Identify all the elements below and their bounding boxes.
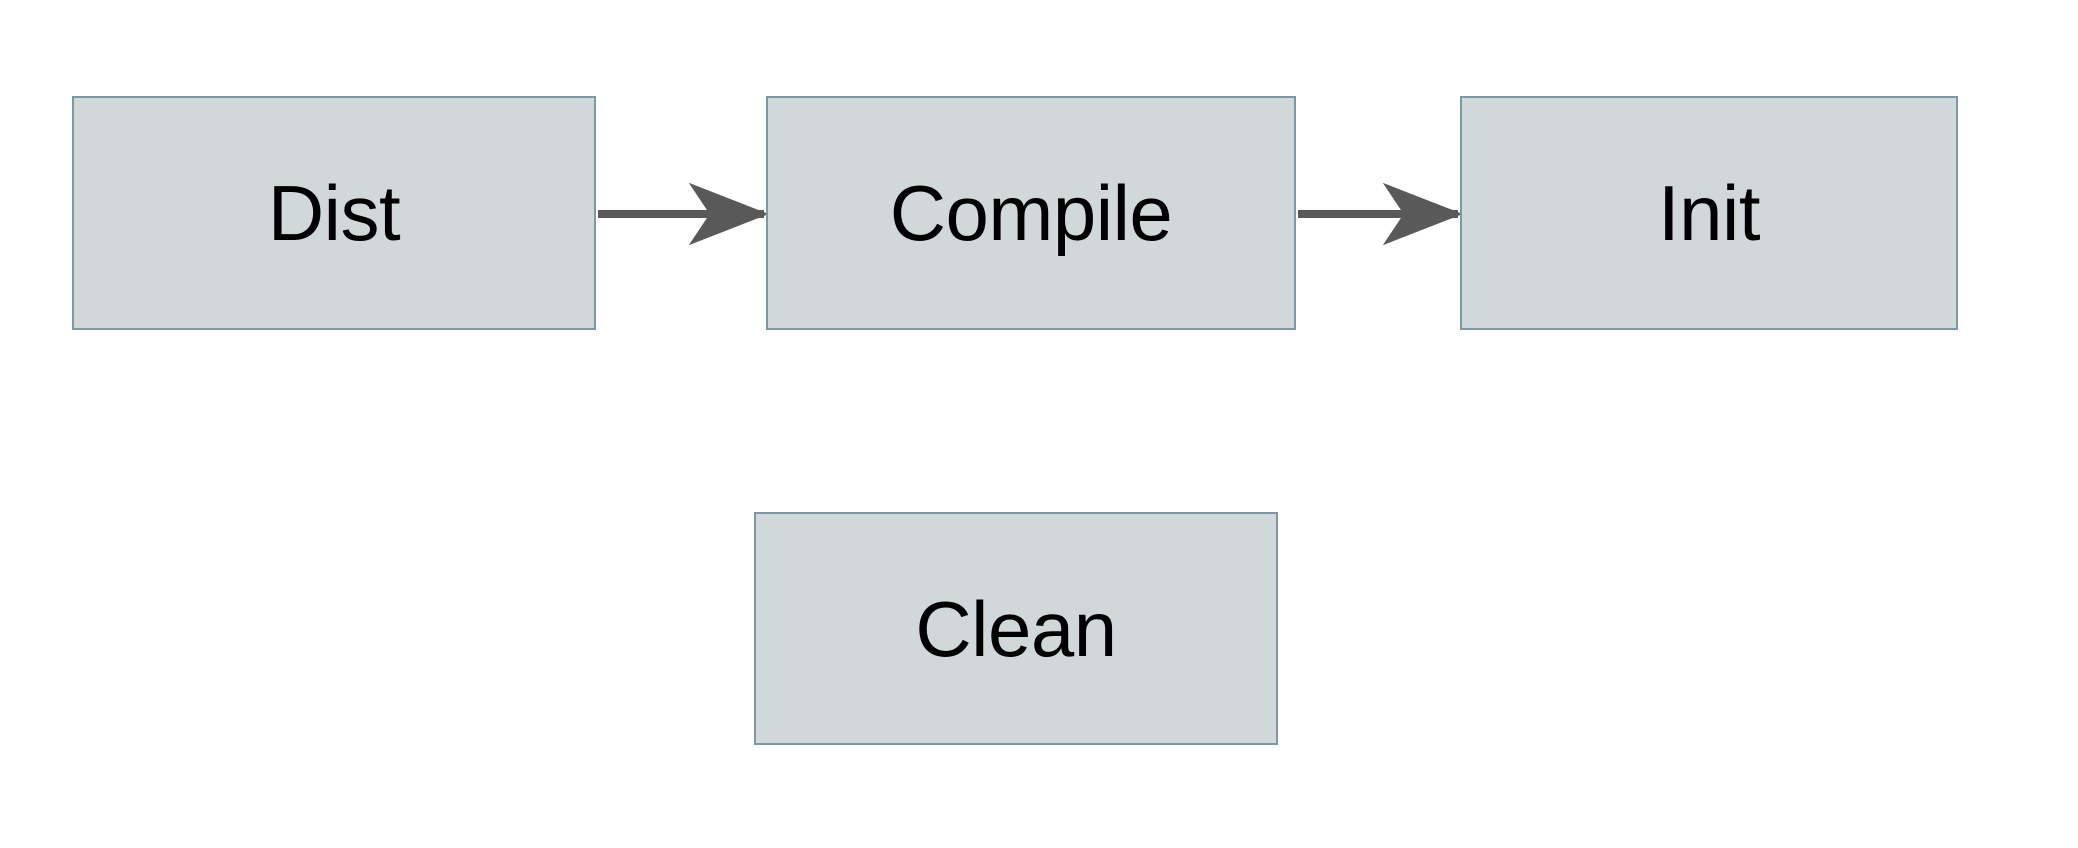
node-dist[interactable]: Dist xyxy=(72,96,596,330)
node-clean[interactable]: Clean xyxy=(754,512,1278,745)
node-compile-label: Compile xyxy=(889,169,1173,257)
node-clean-label: Clean xyxy=(915,584,1117,673)
node-compile[interactable]: Compile xyxy=(766,96,1296,330)
node-dist-label: Dist xyxy=(267,169,401,257)
node-init-label: Init xyxy=(1657,169,1761,257)
node-init[interactable]: Init xyxy=(1460,96,1958,330)
